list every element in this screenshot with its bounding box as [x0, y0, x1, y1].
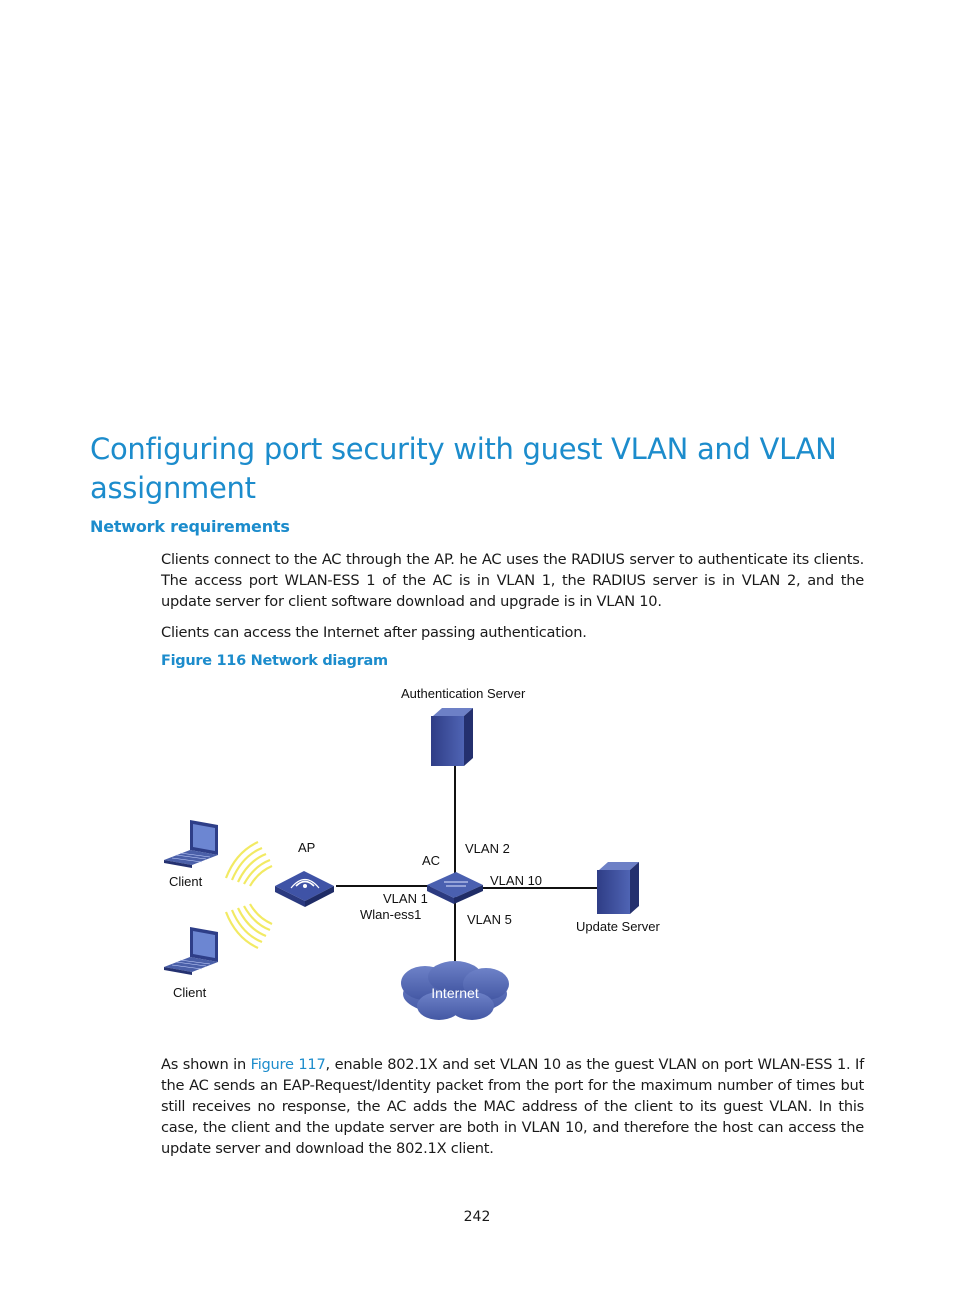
ac-label: AC [422, 853, 440, 868]
wireless-signal-icon [224, 840, 273, 950]
links [336, 762, 598, 970]
paragraph-text: As shown in [161, 1056, 251, 1073]
vlan1-label: VLAN 1 [383, 891, 428, 906]
auth-server-label: Authentication Server [401, 686, 526, 701]
vlan10-label: VLAN 10 [490, 873, 542, 888]
internet-cloud-icon [401, 961, 509, 1020]
access-controller-icon [427, 872, 483, 904]
client-bottom-label: Client [173, 985, 207, 1000]
vlan2-label: VLAN 2 [465, 841, 510, 856]
figure-117-link[interactable]: Figure 117 [250, 1056, 326, 1073]
server-icon [431, 708, 473, 766]
update-server-label: Update Server [576, 919, 660, 934]
client-top-label: Client [169, 874, 203, 889]
internet-label: Internet [431, 985, 479, 1001]
server-icon [597, 862, 639, 914]
laptop-icon [164, 820, 218, 868]
section-title: Configuring port security with guest VLA… [90, 432, 837, 505]
requirements-paragraph: Clients connect to the AC through the AP… [161, 551, 864, 610]
internet-access-paragraph: Clients can access the Internet after pa… [161, 624, 587, 641]
wlan-ess1-label: Wlan-ess1 [360, 907, 421, 922]
laptop-icon [164, 927, 218, 975]
network-diagram: Authentication Server Update Server AP A… [164, 686, 660, 1020]
paragraph-text: , enable 802.1X and set VLAN 10 as the g… [161, 1056, 864, 1157]
ap-label: AP [298, 840, 315, 855]
guest-vlan-paragraph: As shown in Figure 117, enable 802.1X an… [161, 1054, 864, 1159]
figure-caption: Figure 116 Network diagram [161, 653, 388, 669]
page-number: 242 [463, 1209, 491, 1225]
subsection-title: Network requirements [90, 517, 290, 536]
vlan5-label: VLAN 5 [467, 912, 512, 927]
access-point-icon [275, 871, 334, 907]
